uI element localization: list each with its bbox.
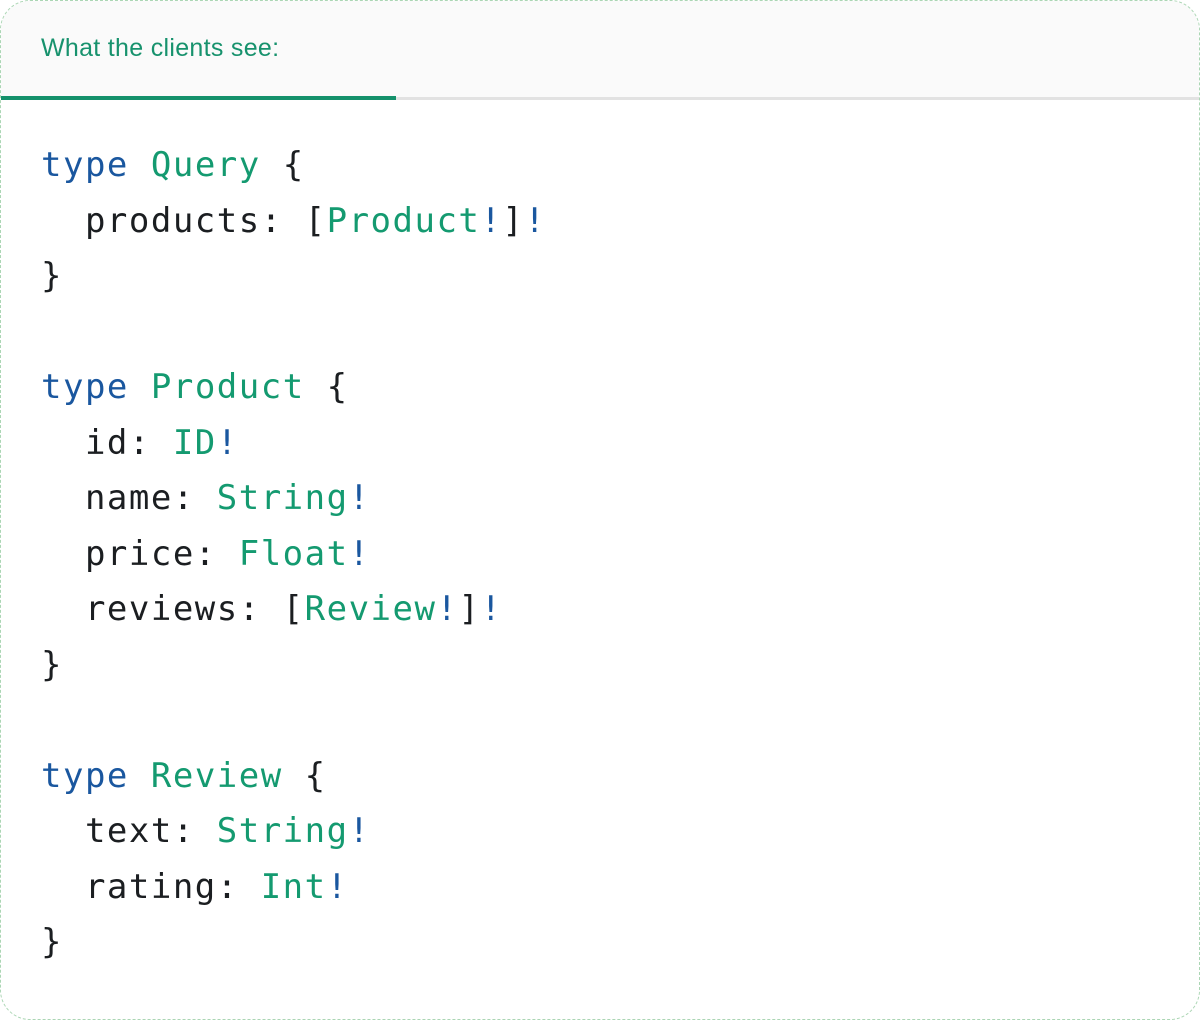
code-line: text: String! bbox=[41, 804, 1169, 860]
code-line: } bbox=[41, 249, 1169, 305]
code-token-ty: ID bbox=[172, 422, 217, 463]
code-token-kw: ! bbox=[436, 589, 459, 629]
code-token-kw: type bbox=[41, 367, 129, 407]
code-line: type Product { bbox=[41, 360, 1169, 416]
code-line: rating: Int! bbox=[41, 860, 1169, 916]
code-token-kw: type bbox=[41, 755, 129, 796]
code-token-pl bbox=[129, 145, 151, 185]
code-line: products: [Product!]! bbox=[41, 194, 1169, 250]
code-token-ty: Product bbox=[150, 367, 305, 407]
code-line: price: Float! bbox=[41, 527, 1169, 583]
code-token-kw: ! bbox=[216, 422, 239, 463]
code-token-pl: rating: bbox=[41, 866, 261, 907]
code-token-pl: { bbox=[260, 145, 305, 185]
code-token-ty: Int bbox=[260, 866, 327, 907]
code-line bbox=[41, 305, 1169, 361]
code-token-pl: text: bbox=[41, 811, 217, 851]
code-line bbox=[41, 693, 1169, 749]
code-token-kw: ! bbox=[348, 811, 371, 851]
code-token-ty: Product bbox=[326, 200, 481, 241]
code-token-pl: { bbox=[282, 755, 327, 796]
code-token-pl: id: bbox=[41, 422, 173, 463]
code-token-ty: Review bbox=[150, 755, 283, 796]
code-line: } bbox=[41, 915, 1169, 971]
code-token-kw: type bbox=[41, 145, 129, 185]
code-token-pl: ] bbox=[458, 589, 481, 629]
code-token-ty: Float bbox=[238, 533, 349, 574]
code-token-pl: price: bbox=[41, 533, 239, 574]
code-token-ty: Review bbox=[304, 589, 437, 629]
code-line: type Review { bbox=[41, 749, 1169, 805]
code-token-pl bbox=[129, 367, 151, 407]
tab-bar: What the clients see: bbox=[1, 1, 1199, 100]
code-token-kw: ! bbox=[348, 533, 371, 574]
code-token-pl: products: [ bbox=[41, 200, 327, 241]
code-token-kw: ! bbox=[480, 200, 503, 241]
code-token-pl: } bbox=[41, 256, 63, 296]
code-token-ty: Query bbox=[150, 145, 261, 185]
code-line: } bbox=[41, 638, 1169, 694]
code-token-kw: ! bbox=[480, 589, 503, 629]
code-token-kw: ! bbox=[348, 478, 371, 518]
code-token-ty: String bbox=[216, 811, 349, 851]
code-token-pl bbox=[129, 756, 151, 796]
code-line: name: String! bbox=[41, 471, 1169, 527]
code-token-pl: } bbox=[41, 644, 63, 685]
code-token-pl: } bbox=[41, 922, 63, 962]
code-token-pl: { bbox=[304, 367, 349, 407]
code-token-kw: ! bbox=[326, 866, 349, 907]
code-token-pl: name: bbox=[41, 478, 217, 518]
code-line: id: ID! bbox=[41, 416, 1169, 472]
code-token-ty: String bbox=[216, 478, 349, 518]
code-token-pl: reviews: [ bbox=[41, 589, 305, 629]
tab-label: What the clients see: bbox=[41, 34, 280, 62]
tab-what-the-clients-see[interactable]: What the clients see: bbox=[1, 1, 396, 100]
code-line: type Query { bbox=[41, 138, 1169, 194]
code-token-pl: ] bbox=[502, 200, 525, 241]
code-line: reviews: [Review!]! bbox=[41, 582, 1169, 638]
code-token-kw: ! bbox=[524, 200, 547, 241]
graphql-schema-code-block: type Query { products: [Product!]!} type… bbox=[1, 100, 1199, 971]
